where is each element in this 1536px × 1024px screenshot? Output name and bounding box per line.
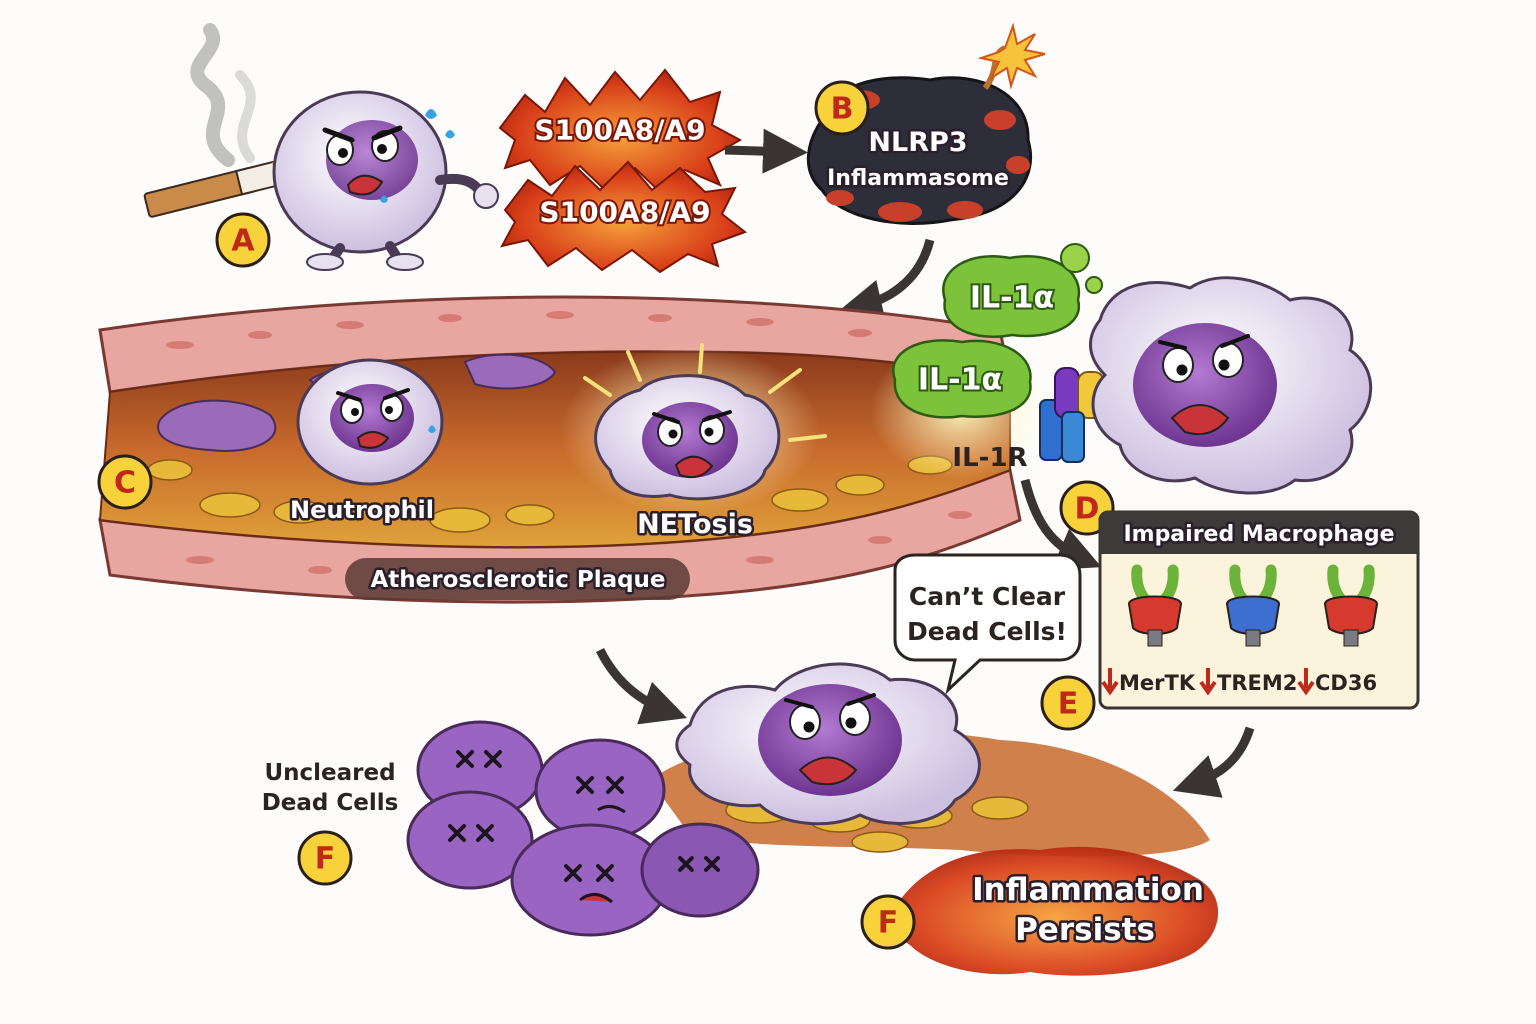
netosis-cell xyxy=(583,343,827,501)
arrow-to-inflammation xyxy=(1172,726,1255,798)
badge-e: E xyxy=(1040,675,1096,731)
svg-text:Can’t Clear: Can’t Clear xyxy=(909,582,1066,611)
arrow-to-vessel xyxy=(837,238,935,324)
s100a8-a9-signal-bottom: S100A8/A9 xyxy=(500,160,748,274)
receptor-trem2: TREM2 xyxy=(1199,564,1297,696)
badge-f-left: F xyxy=(297,830,353,886)
svg-text:Persists: Persists xyxy=(1015,912,1155,948)
label-netosis: NETosis xyxy=(637,509,753,540)
svg-text:S100A8/A9: S100A8/A9 xyxy=(539,196,710,229)
receptor-label: CD36 xyxy=(1315,671,1377,695)
svg-text:IL-1α: IL-1α xyxy=(918,363,1002,398)
svg-text:IL-1α: IL-1α xyxy=(970,281,1054,316)
receptor-mertk: MerTK xyxy=(1101,564,1196,696)
arrow-to-lower-macrophage xyxy=(595,647,687,725)
badge-f-right: F xyxy=(860,894,916,950)
fuse-spark-icon xyxy=(977,22,1046,90)
badge-b: B xyxy=(814,80,870,136)
svg-text:C: C xyxy=(114,466,136,501)
svg-text:S100A8/A9: S100A8/A9 xyxy=(534,114,705,147)
receptor-label: TREM2 xyxy=(1217,671,1297,695)
speech-bubble: Can’t Clear Dead Cells! xyxy=(893,553,1082,695)
il1a-cytokine-top: IL-1α xyxy=(942,243,1103,339)
svg-text:E: E xyxy=(1058,687,1079,722)
inflammation-persists-burst: Inflammation Persists xyxy=(889,846,1219,976)
label-plaque: Atherosclerotic Plaque xyxy=(345,558,690,600)
receptor-row: MerTK TREM2 CD36 xyxy=(1101,564,1379,696)
neutrophil-cell-top xyxy=(272,90,499,271)
macrophage-cell-right xyxy=(1089,276,1373,495)
arrow-to-macrophage-panel xyxy=(1020,478,1102,571)
label-il1r: IL-1R xyxy=(952,443,1027,473)
cigarette-icon xyxy=(143,23,286,218)
svg-text:NLRP3: NLRP3 xyxy=(868,127,967,158)
s100a8-a9-signal-top: S100A8/A9 xyxy=(498,68,743,194)
il1a-cytokine-bottom: IL-1α xyxy=(892,339,1032,419)
svg-text:A: A xyxy=(231,224,255,259)
svg-text:Impaired Macrophage: Impaired Macrophage xyxy=(1123,522,1394,547)
svg-text:Inflammasome: Inflammasome xyxy=(827,166,1009,191)
receptor-label: MerTK xyxy=(1119,671,1196,695)
svg-text:D: D xyxy=(1075,492,1100,527)
badge-a: A xyxy=(215,212,271,268)
label-dead-cells-line2: Dead Cells xyxy=(262,790,399,816)
svg-text:B: B xyxy=(831,92,854,127)
svg-text:Atherosclerotic Plaque: Atherosclerotic Plaque xyxy=(370,567,665,593)
svg-text:F: F xyxy=(878,906,899,941)
dead-cells-pile xyxy=(406,720,760,937)
red-down-arrow-icon xyxy=(1199,668,1217,696)
red-down-arrow-icon xyxy=(1297,668,1315,696)
label-neutrophil: Neutrophil xyxy=(290,496,434,524)
receptor-cd36: CD36 xyxy=(1297,564,1379,696)
svg-text:Inflammation: Inflammation xyxy=(972,872,1204,908)
macrophage-cell-lower xyxy=(675,662,981,826)
red-down-arrow-icon xyxy=(1101,668,1119,696)
svg-text:F: F xyxy=(315,842,336,877)
label-dead-cells-line1: Uncleared xyxy=(264,760,395,786)
arrow-to-inflammasome xyxy=(724,128,808,174)
svg-text:Dead Cells!: Dead Cells! xyxy=(907,617,1067,646)
neutrophil-in-vessel xyxy=(296,358,444,486)
badge-c: C xyxy=(97,454,153,510)
